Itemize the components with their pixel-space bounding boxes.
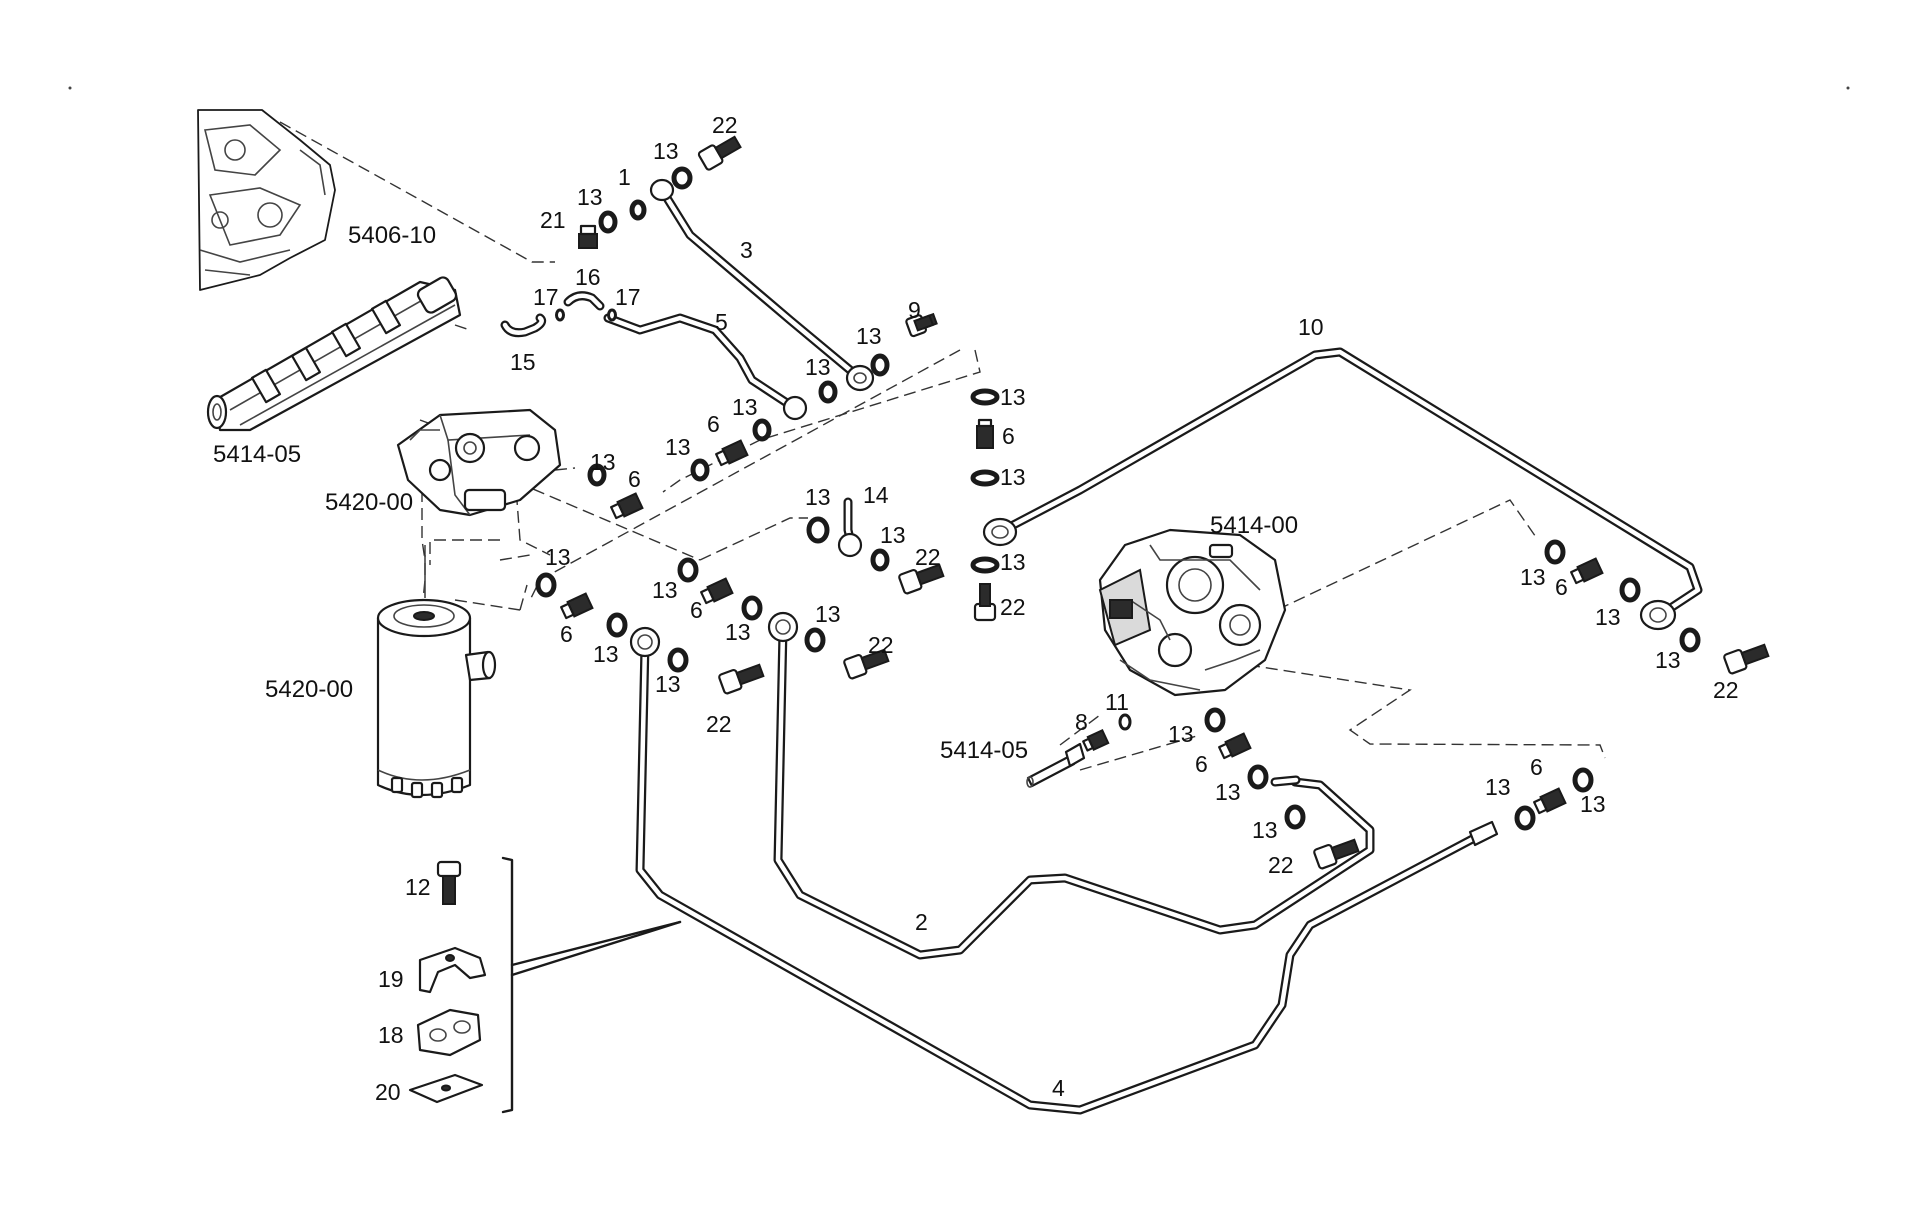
- callout-5: 5: [715, 309, 728, 335]
- callout-11: 11: [1105, 689, 1129, 715]
- callout-13: 13: [1595, 604, 1621, 630]
- callout-10: 10: [1298, 314, 1324, 340]
- callout-17: 17: [615, 284, 641, 310]
- callout-22: 22: [1713, 677, 1739, 703]
- callout-14: 14: [863, 482, 889, 508]
- callout-13: 13: [856, 323, 882, 349]
- callout-22: 22: [915, 544, 941, 570]
- callout-8: 8: [1075, 709, 1088, 735]
- callout-13: 13: [1215, 779, 1241, 805]
- callout-22: 22: [868, 632, 894, 658]
- callout-13: 13: [880, 522, 906, 548]
- bolts-22: [697, 135, 1770, 870]
- cylinder-head-5406-10: [197, 109, 336, 291]
- corner-mark-left: [68, 86, 72, 90]
- callout-13: 13: [805, 354, 831, 380]
- callout-22: 22: [706, 711, 732, 737]
- callout-1: 1: [618, 164, 631, 190]
- callout-6: 6: [1195, 751, 1208, 777]
- washers-small: [555, 308, 1132, 731]
- clamp-19: [418, 946, 487, 994]
- callout-13: 13: [1520, 564, 1546, 590]
- callout-6: 6: [1530, 754, 1543, 780]
- callout-6: 6: [690, 597, 703, 623]
- clamp-block-18: [416, 1008, 482, 1057]
- callout-6: 6: [1555, 574, 1568, 600]
- callout-13: 13: [1168, 721, 1194, 747]
- filter-head-5420-00: [396, 408, 562, 517]
- part-number-callouts: 22 13 1 13 21 3 17 16 17 5 15 9 13 13 6 …: [375, 112, 1739, 1105]
- callout-22: 22: [712, 112, 738, 138]
- callout-13: 13: [1000, 549, 1026, 575]
- callout-4: 4: [1052, 1075, 1065, 1101]
- callout-13: 13: [652, 577, 678, 603]
- callout-13: 13: [805, 484, 831, 510]
- callout-19: 19: [378, 966, 404, 992]
- callout-13: 13: [815, 601, 841, 627]
- callout-2: 2: [915, 909, 928, 935]
- washers-13: [535, 166, 1701, 831]
- callout-12: 12: [405, 874, 431, 900]
- callout-13: 13: [1485, 774, 1511, 800]
- unions-6: [560, 224, 1604, 815]
- callout-20: 20: [375, 1079, 401, 1105]
- pipe-small-pump-return: [1270, 775, 1301, 787]
- callout-13: 13: [577, 184, 603, 210]
- callout-16: 16: [575, 264, 601, 290]
- callout-22: 22: [1268, 852, 1294, 878]
- callout-13: 13: [593, 641, 619, 667]
- common-rail-5414-05: [206, 276, 462, 432]
- callout-13: 13: [725, 619, 751, 645]
- callout-13: 13: [665, 434, 691, 460]
- label-assembly-5406-10: 5406-10: [348, 222, 436, 249]
- callout-6: 6: [1002, 423, 1015, 449]
- clamp-assembly: [408, 856, 682, 1114]
- filter-cartridge-5420-00: [376, 555, 497, 799]
- callout-6: 6: [560, 621, 573, 647]
- callout-6: 6: [707, 411, 720, 437]
- plate-20: [408, 1073, 484, 1104]
- callout-13: 13: [732, 394, 758, 420]
- pump-shaft-5414-05: [1026, 742, 1086, 788]
- callout-13: 13: [1655, 647, 1681, 673]
- fitting-9: [913, 314, 935, 332]
- pipe-10: [995, 347, 1703, 620]
- callout-9: 9: [908, 297, 921, 323]
- injection-pump-5414-00: [1098, 528, 1287, 697]
- corner-mark-right: [1846, 86, 1850, 90]
- callout-13: 13: [1000, 384, 1026, 410]
- callout-13: 13: [1000, 464, 1026, 490]
- pipe-3: [657, 185, 865, 383]
- callout-13: 13: [590, 449, 616, 475]
- label-assembly-5414-05-rail: 5414-05: [213, 441, 301, 468]
- pipe-16: [563, 291, 605, 311]
- bolt-12: [436, 860, 462, 905]
- callout-6: 6: [628, 466, 641, 492]
- callout-13: 13: [545, 544, 571, 570]
- callout-17: 17: [533, 284, 559, 310]
- pipe-4: [635, 640, 1485, 1115]
- callout-15: 15: [510, 349, 536, 375]
- callout-18: 18: [378, 1022, 404, 1048]
- callout-13: 13: [1252, 817, 1278, 843]
- banjo-fittings: [629, 178, 1677, 847]
- callout-21: 21: [540, 207, 566, 233]
- callout-13: 13: [1580, 791, 1606, 817]
- callout-13: 13: [655, 671, 681, 697]
- pipe-5: [603, 313, 795, 410]
- pipe-2: [773, 625, 1375, 960]
- label-assembly-5414-00: 5414-00: [1210, 512, 1298, 539]
- label-assembly-5414-05-pump: 5414-05: [940, 737, 1028, 764]
- label-assembly-5420-00-head: 5420-00: [325, 489, 413, 516]
- pipe-15: [500, 313, 547, 338]
- label-assembly-5420-00-filter: 5420-00: [265, 676, 353, 703]
- callout-13: 13: [653, 138, 679, 164]
- callout-3: 3: [740, 237, 753, 263]
- callout-22: 22: [1000, 594, 1026, 620]
